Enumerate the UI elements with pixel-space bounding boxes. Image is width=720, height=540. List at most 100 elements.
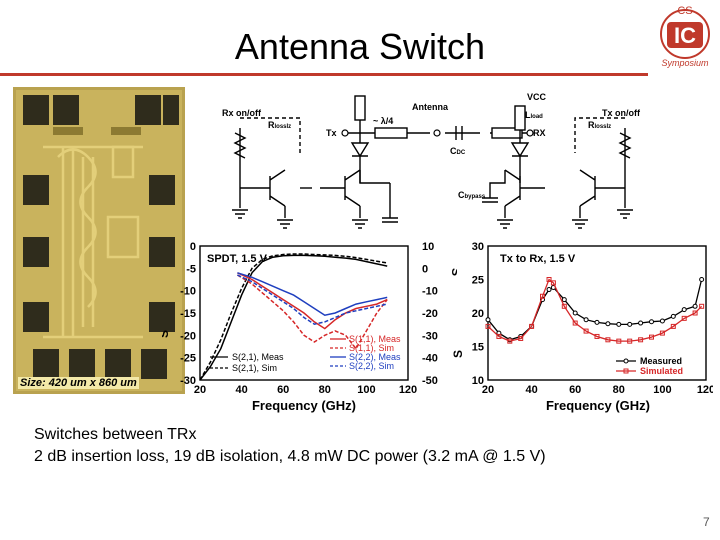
chart2-point <box>485 323 491 329</box>
chart1-xlabel: Frequency (GHz) <box>252 398 356 413</box>
chart1-xtick: 100 <box>357 384 375 396</box>
rlosslz-left-label: RlossIz <box>268 120 291 130</box>
page-number: 7 <box>703 515 710 529</box>
tx-port-label: Tx <box>326 128 337 138</box>
chart2-point <box>605 337 611 343</box>
chart1-ytick-left: 0 <box>190 241 196 253</box>
chart1-ytick-left: -25 <box>180 353 196 365</box>
logo-cs-text: CS <box>677 5 692 17</box>
chart1-ytick-right: 10 <box>422 241 434 253</box>
vcc-label: VCC <box>527 92 547 102</box>
chart2-series-line <box>487 279 703 341</box>
chart2-ytick: 15 <box>472 342 484 354</box>
antenna-label: Antenna <box>412 102 449 112</box>
chart2-point <box>670 323 676 329</box>
chart2-point <box>583 317 589 323</box>
chart1-xtick: 20 <box>194 384 206 396</box>
chart2-point <box>627 321 633 327</box>
chart1-ytick-left: -20 <box>180 330 196 342</box>
chart2-point <box>583 328 589 334</box>
chart2-title: Tx to Rx, 1.5 V <box>500 253 576 265</box>
chart2-point <box>561 297 567 303</box>
chart1-series-line <box>199 254 388 381</box>
chart2-point <box>540 293 545 299</box>
bullet-text-block: Switches between TRx 2 dB insertion loss… <box>34 424 546 468</box>
chart1-legend-label: S(2,1), Meas <box>232 352 284 362</box>
logo-symposium-text: Symposium <box>661 58 709 68</box>
chart2-point <box>638 320 644 326</box>
chart2-point <box>546 277 552 282</box>
chart2-ytick: 30 <box>472 241 484 253</box>
chart2-point <box>659 330 665 336</box>
lload-label: Lload <box>525 110 543 120</box>
chart1-series-group <box>199 253 388 381</box>
chart2-point <box>485 317 491 323</box>
chart1-legend-label: S(1,1), Meas <box>349 334 401 344</box>
bullet-line-1: Switches between TRx <box>34 426 197 443</box>
chart2-point <box>550 280 556 286</box>
cdc-label: CDC <box>450 146 466 156</box>
chart2-point <box>605 321 611 327</box>
antenna-node <box>433 129 441 137</box>
chart2-point <box>594 333 600 339</box>
chart2-point <box>561 303 567 309</box>
chart1-ytick-left: -10 <box>180 286 196 298</box>
chart1-legend-label: S(2,1), Sim <box>232 363 277 373</box>
chart1-ytick-right: -40 <box>422 353 438 365</box>
tx-node <box>341 129 349 137</box>
title-rule <box>0 73 648 76</box>
rx-port-label: RX <box>533 128 546 138</box>
chart2-ytick: 25 <box>472 275 484 287</box>
chart1-ytick-right: -10 <box>422 286 438 298</box>
chart1-ytick-right: -50 <box>422 375 438 387</box>
chart2-point <box>616 321 622 327</box>
chart2-point <box>572 310 578 316</box>
chart2-legend-label: Measured <box>640 356 682 366</box>
chart2-xtick: 20 <box>482 384 494 396</box>
chart2-xtick: 100 <box>653 384 671 396</box>
chart2-point <box>507 338 513 344</box>
chart2-point <box>518 335 524 341</box>
chart2-point <box>692 310 698 316</box>
rx-onoff-label: Rx on/off <box>222 108 262 118</box>
cs-ic-symposium-logo: CS IC Symposium <box>660 5 710 68</box>
chart2-legend-marker <box>623 358 629 364</box>
chip-size-caption: Size: 420 um x 860 um <box>18 377 139 389</box>
chart2-ylabel-left: S <box>451 350 465 358</box>
chart2-legend-marker <box>623 368 629 374</box>
chart1-series-line <box>237 272 388 316</box>
lambda-line-box <box>374 127 408 139</box>
chart2-point <box>699 303 705 309</box>
chart1-xtick: 40 <box>235 384 247 396</box>
chart2-point <box>681 315 687 321</box>
rx-node <box>526 129 534 137</box>
chart1-ytick-right: -20 <box>422 308 438 320</box>
chart2-point <box>649 334 654 340</box>
chart2-xtick: 120 <box>697 384 713 396</box>
circuit-schematic: Rx on/off Tx on/off Antenna VCC ~ λ/4 Tx… <box>222 92 641 229</box>
chart2-point <box>529 323 535 329</box>
chart1-ytick-left: -30 <box>180 375 196 387</box>
chart1-series-line <box>237 272 388 330</box>
slide-title: Antenna Switch <box>234 26 486 67</box>
bullet-line-2: 2 dB insertion loss, 19 dB isolation, 4.… <box>34 448 546 465</box>
chart2-point <box>649 319 654 325</box>
chart1-xtick: 80 <box>319 384 331 396</box>
chart2-xlabel: Frequency (GHz) <box>546 398 650 413</box>
chart2-plot-area <box>487 245 707 381</box>
chart2-point <box>659 318 665 324</box>
chart1-series-line <box>237 274 388 351</box>
chart1-legend-label: S(2,2), Sim <box>349 361 394 371</box>
chart1-series-line <box>237 274 388 325</box>
rlosslz-right-label: RlossIz <box>588 120 611 130</box>
chart2-point <box>616 338 622 344</box>
chart2-point <box>546 287 552 293</box>
chart1-series-line <box>199 253 388 381</box>
logo-ic-text: IC <box>674 23 696 48</box>
